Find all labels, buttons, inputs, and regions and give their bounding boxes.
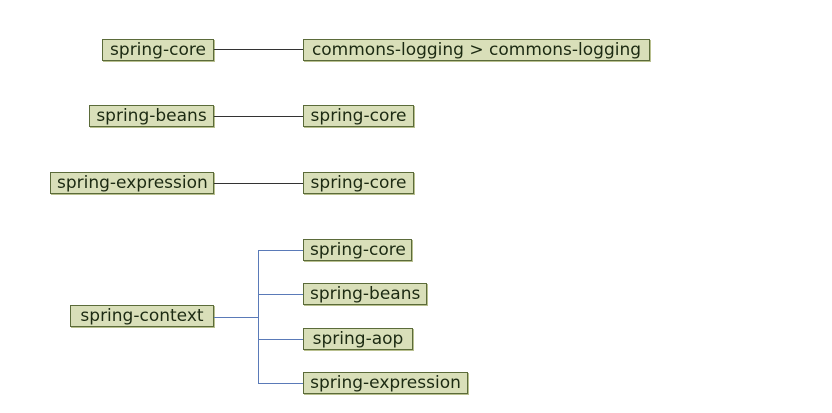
node-spring-expression-child: spring-expression <box>303 372 468 394</box>
connector-line <box>214 49 303 50</box>
node-spring-core-child: spring-core <box>303 105 414 127</box>
connector-line <box>214 116 303 117</box>
node-spring-context-root: spring-context <box>70 305 214 327</box>
node-spring-core-child: spring-core <box>303 172 414 194</box>
connector-trunk <box>258 250 259 384</box>
node-spring-aop-child: spring-aop <box>303 328 413 350</box>
connector-stem <box>214 317 258 318</box>
connector-branch <box>258 250 303 251</box>
connector-branch <box>258 294 303 295</box>
node-spring-beans-root: spring-beans <box>89 105 214 127</box>
node-spring-core-child: spring-core <box>303 239 412 261</box>
connector-branch <box>258 383 303 384</box>
node-spring-beans-child: spring-beans <box>303 283 427 305</box>
node-spring-expression-root: spring-expression <box>50 172 214 194</box>
node-commons-logging: commons-logging > commons-logging <box>303 39 650 61</box>
node-spring-core-root: spring-core <box>102 39 214 61</box>
connector-branch <box>258 339 303 340</box>
connector-line <box>214 183 303 184</box>
